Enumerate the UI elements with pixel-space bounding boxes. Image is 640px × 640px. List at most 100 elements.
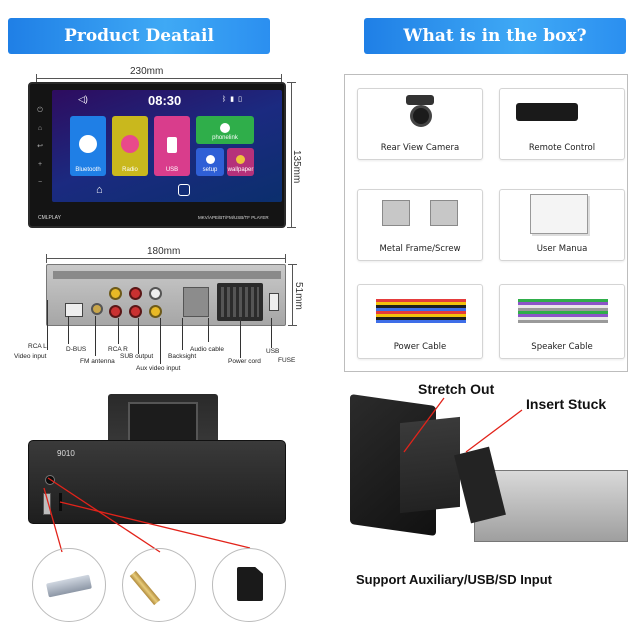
phonelink-icon [220, 123, 230, 133]
home-screen-icon[interactable]: ⌂ [96, 184, 103, 196]
tile-wallpaper[interactable]: wallpaper [227, 148, 254, 176]
radio-icon [121, 135, 139, 153]
remote-icon [516, 103, 578, 121]
box-item-frame-label: Metal Frame/Screw [379, 244, 461, 254]
rear-width-line [46, 258, 286, 259]
usb-port-rear [269, 293, 279, 311]
product-detail-title: Product Deatail [64, 26, 214, 46]
wallpaper-icon [236, 155, 245, 164]
box-item-power-cable-label: Power Cable [393, 342, 447, 352]
faceplate-model: 9010 [57, 449, 75, 458]
rca-yellow-bottom [149, 305, 162, 318]
tile-setup[interactable]: setup [196, 148, 224, 176]
model-label: MKV/APE/BT/FM/USB/TF PLAYER [198, 215, 269, 220]
manual-icon [530, 194, 588, 234]
tile-usb[interactable]: USB [154, 116, 190, 176]
label-fm-antenna: FM antenna [80, 358, 115, 365]
back-icon[interactable]: ↩ [37, 143, 43, 150]
phonelink-bar-icon[interactable] [178, 184, 190, 196]
in-box-title: What is in the box? [403, 26, 587, 46]
label-rca-r: RCA R [108, 346, 128, 353]
bluetooth-icon: ᛒ [222, 96, 231, 103]
label-sub-output: SUB output [120, 353, 154, 360]
box-item-frame: Metal Frame/Screw [357, 189, 483, 261]
box-item-speaker-cable-label: Speaker Cable [531, 342, 593, 352]
tile-phonelink[interactable]: phonelink [196, 116, 254, 144]
sd-card-circle [212, 548, 286, 622]
dbus-port [65, 303, 83, 317]
in-box-frame [344, 74, 628, 372]
label-aux-video: Aux video input [136, 365, 181, 372]
gear-icon [205, 155, 215, 164]
label-usb: USB [266, 348, 280, 355]
power-icon[interactable]: ⏻ [37, 107, 43, 114]
support-input-caption: Support Auxiliary/USB/SD Input [356, 572, 552, 587]
box-item-manual-label: User Manua [536, 244, 588, 254]
width-dimension-top: 230mm [130, 66, 164, 77]
rca-yellow [109, 287, 122, 300]
side-buttons: ⏻ ⌂ ↩ + − [34, 102, 46, 202]
label-video-input: Video input [14, 353, 47, 360]
home-icon[interactable]: ⌂ [37, 125, 43, 132]
box-item-speaker-cable: Speaker Cable [499, 284, 625, 359]
tile-radio-label: Radio [122, 167, 138, 173]
iso-connector [217, 283, 263, 321]
tile-usb-label: USB [165, 167, 179, 173]
height-dimension-line [291, 82, 292, 228]
rca-red-bottom [109, 305, 122, 318]
box-item-camera: Rear View Camera [357, 88, 483, 160]
phone-icon [79, 135, 97, 153]
status-icons: ᛒ▮▯ [222, 95, 246, 103]
aux-cable-circle [122, 548, 196, 622]
rear-panel [46, 264, 286, 326]
stretch-out-caption: Stretch Out [418, 381, 495, 397]
tile-bluetooth-label: Bluetooth [75, 167, 101, 173]
label-fuse: FUSE [278, 357, 296, 364]
front-faceplate: 9010 [28, 440, 286, 524]
width-dimension-rear: 180mm [147, 246, 181, 257]
rca-jacks [109, 287, 173, 323]
usb-status-icon: ▯ [238, 96, 246, 103]
usb-drive-circle [32, 548, 106, 622]
speaker-cable-icon [518, 299, 608, 323]
touch-screen: ◁) 08:30 ᛒ▮▯ Bluetooth Radio USB phoneli… [52, 90, 282, 202]
insert-stuck-caption: Insert Stuck [526, 396, 607, 412]
volume-icon[interactable]: ◁) [78, 94, 88, 104]
width-dimension-line [36, 78, 282, 79]
clock: 08:30 [148, 93, 182, 108]
fuse [183, 287, 209, 317]
label-rca-l: RCA L [28, 343, 47, 350]
volume-down-icon[interactable]: − [37, 179, 43, 186]
frame-icon [380, 198, 460, 230]
rca-red-top [129, 287, 142, 300]
box-item-manual: User Manua [499, 189, 625, 261]
box-item-power-cable: Power Cable [357, 284, 483, 359]
sd-card-icon [237, 567, 263, 601]
rear-height-line [292, 264, 293, 326]
rca-white [149, 287, 162, 300]
label-power-cord: Power cord [228, 358, 261, 365]
camera-icon [402, 95, 438, 129]
label-audio-cable: Audio cable [190, 346, 224, 353]
tile-phonelink-label: phonelink [212, 135, 238, 141]
box-item-remote-label: Remote Control [528, 143, 596, 153]
brand-label: CMLPLAY [38, 215, 61, 221]
box-item-camera-label: Rear View Camera [380, 143, 460, 153]
product-detail-banner: Product Deatail [8, 18, 270, 54]
volume-up-icon[interactable]: + [37, 161, 43, 168]
antenna-port [91, 303, 103, 315]
tile-bluetooth[interactable]: Bluetooth [70, 116, 106, 176]
tile-radio[interactable]: Radio [112, 116, 148, 176]
tile-setup-label: setup [202, 167, 218, 173]
usb-slot-front[interactable] [43, 493, 51, 515]
sd-icon: ▮ [230, 96, 239, 103]
tile-wallpaper-label: wallpaper [227, 167, 254, 173]
usb-icon [167, 137, 177, 153]
label-dbus: D-BUS [66, 346, 87, 353]
power-cable-icon [376, 299, 466, 323]
label-backsight: Backsight [168, 353, 197, 360]
head-unit-front: ⏻ ⌂ ↩ + − ◁) 08:30 ᛒ▮▯ Bluetooth Radio U… [28, 82, 286, 228]
in-box-banner: What is in the box? [364, 18, 626, 54]
